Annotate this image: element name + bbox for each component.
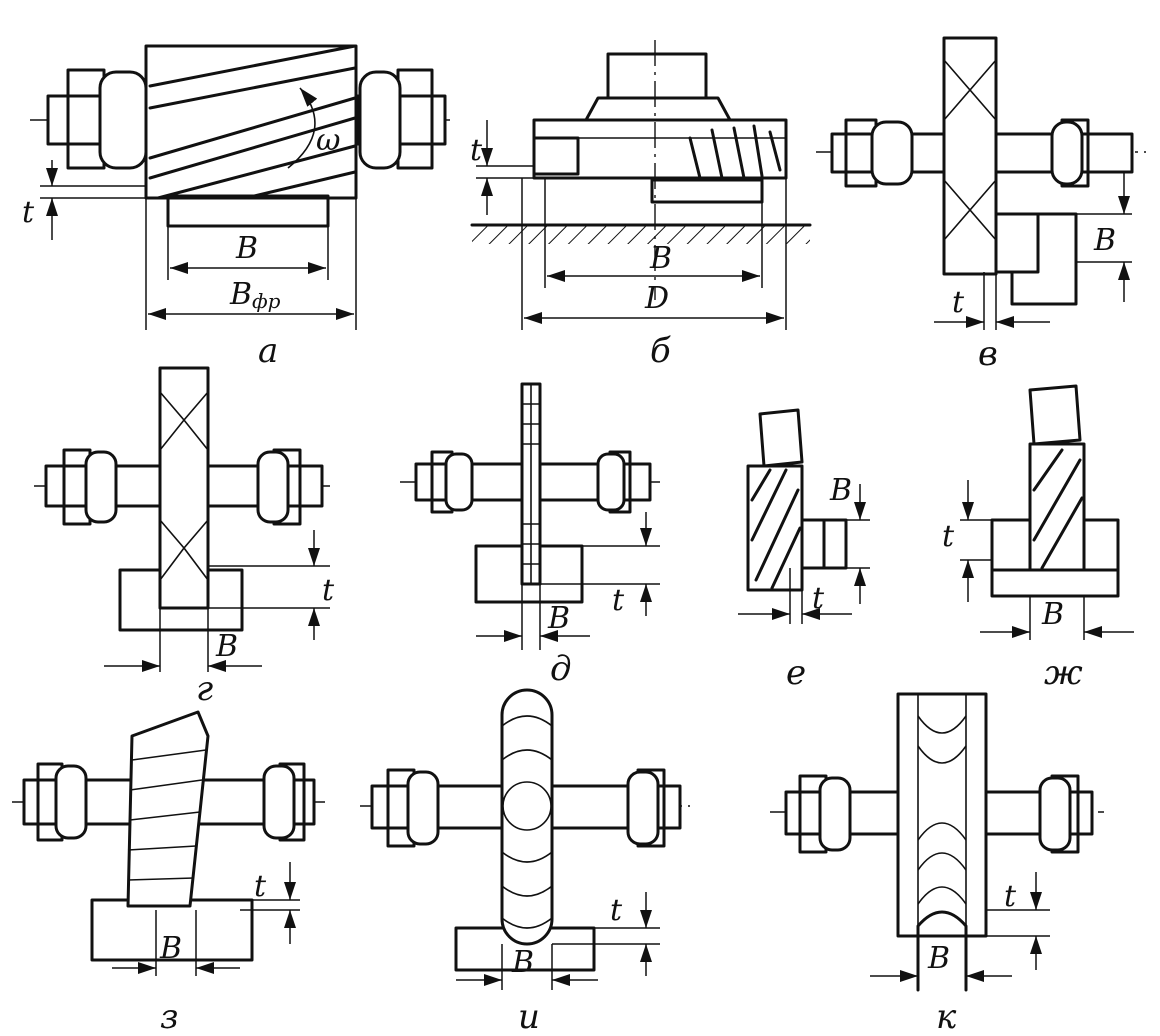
caption-g: г (196, 669, 213, 709)
B-label-v: B (1093, 223, 1116, 258)
t-label-g: t (322, 573, 335, 608)
scheme-i: t B и (360, 688, 690, 1036)
B-label-g: B (215, 629, 238, 664)
t-label-k: t (1004, 879, 1017, 914)
caption-i: и (518, 997, 540, 1036)
scheme-b: t B D б (470, 40, 812, 371)
t-label-z: t (254, 869, 267, 904)
caption-d: д (550, 649, 572, 689)
Bfr-subscript: фр (252, 289, 281, 313)
B-label-d: B (547, 601, 570, 636)
B-label-z: B (159, 931, 182, 966)
omega-label: ω (316, 123, 340, 158)
scheme-zh: t B ж (942, 384, 1134, 693)
scheme-z: t B з (12, 710, 328, 1036)
scheme-k: t B к (770, 692, 1104, 1036)
B-label-a: B (235, 231, 258, 266)
B-label-b: B (649, 241, 672, 276)
t-label-e: t (812, 581, 825, 616)
caption-a: а (258, 331, 278, 371)
scheme-v: B t в (816, 36, 1146, 374)
B-label-i: B (511, 945, 534, 980)
caption-k: к (936, 997, 957, 1036)
D-label: D (644, 281, 669, 316)
caption-zh: ж (1044, 653, 1083, 693)
scheme-g: t B г (34, 366, 335, 709)
t-label-b: t (470, 133, 483, 168)
t-label-d: t (612, 583, 625, 618)
scheme-e: B t е (738, 408, 870, 693)
caption-z: з (160, 997, 179, 1036)
Bfr-label: B (229, 277, 252, 312)
caption-e: е (786, 653, 806, 693)
t-label-i: t (610, 893, 623, 928)
caption-v: в (978, 334, 998, 374)
B-label-zh: B (1041, 597, 1064, 632)
caption-b: б (650, 331, 671, 371)
scheme-d: t B д (400, 382, 660, 689)
B-label-k: B (927, 941, 950, 976)
B-label-e: B (829, 473, 852, 508)
t-label-v: t (952, 285, 965, 320)
t-label-zh: t (942, 519, 955, 554)
scheme-a: ω t B B фр а (22, 44, 450, 371)
t-label-a: t (22, 195, 35, 230)
